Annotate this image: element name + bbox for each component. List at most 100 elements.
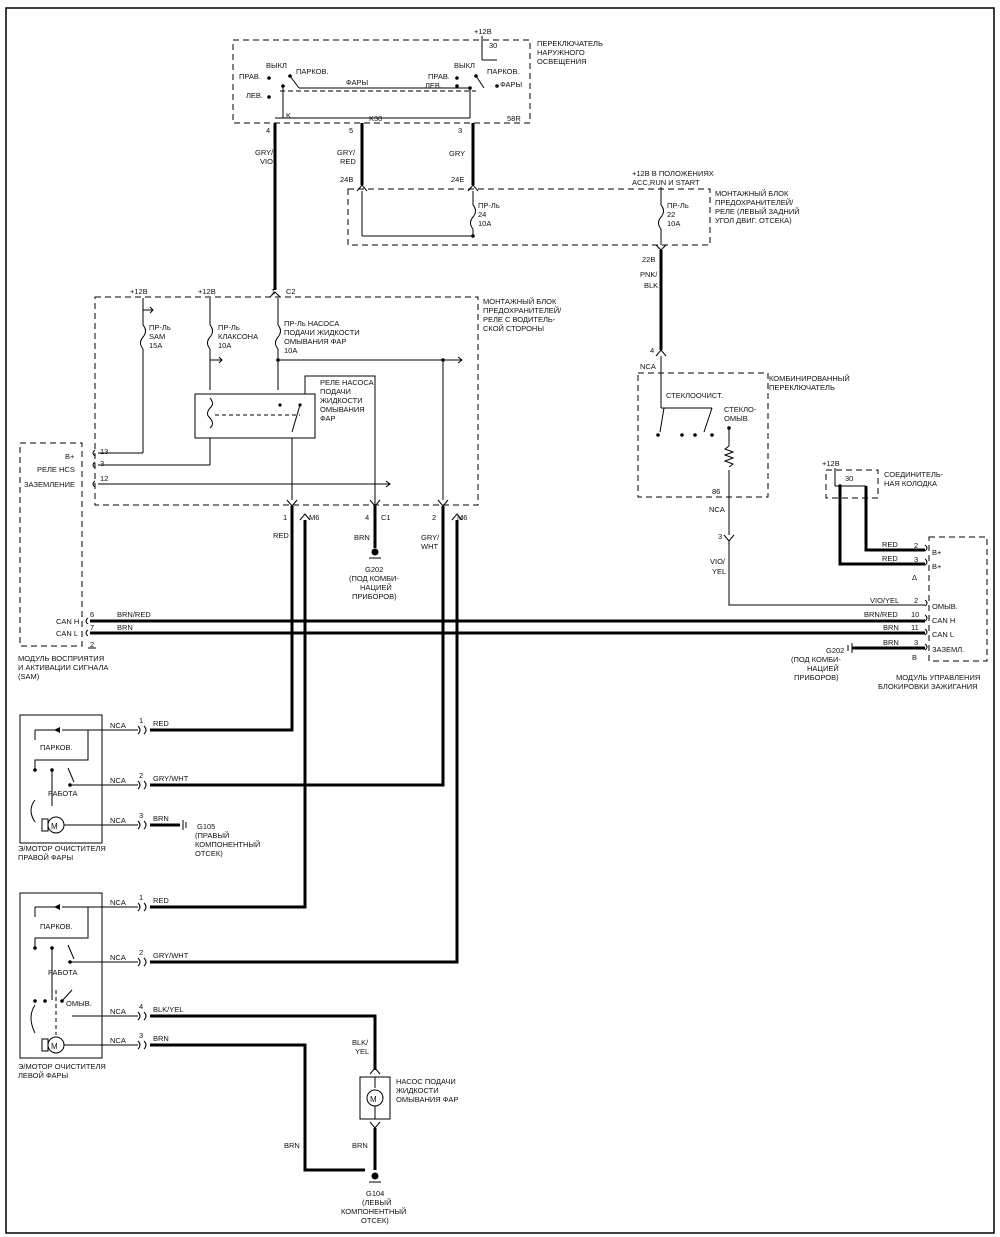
fuse-pump-4: 10А — [284, 346, 297, 355]
driver-label-3: РЕЛЕ С ВОДИТЕЛЬ- — [483, 315, 556, 324]
g104-1: G104 — [366, 1189, 384, 1198]
rm-pin-2: 2 — [139, 771, 143, 780]
switch-k30: K30 — [369, 114, 382, 123]
wire-vioyel-2: YEL — [712, 567, 726, 576]
lm-pin-4: 4 — [139, 1002, 143, 1011]
lm-wire-1: RED — [153, 896, 169, 905]
right-wiper-motor: ПАРКОВ. РАБОТА M Э/МОТОР ОЧИСТИТЕЛЯ ПРАВ… — [18, 714, 106, 862]
wire-gryred-2: RED — [340, 157, 356, 166]
driver-bottom-pin-2: 2 — [432, 513, 436, 522]
sam-pin-2: 2 — [90, 640, 94, 649]
ground-g105: G105 (ПРАВЫЙ КОМПОНЕНТНЫЙ ОТСЕК) — [182, 820, 260, 858]
left-motor-m: M — [51, 1042, 58, 1051]
switch-58r: 58R — [507, 114, 521, 123]
relay-label-2: ПОДАЧИ — [320, 387, 351, 396]
wire-gryred-1: GRY/ — [337, 148, 356, 157]
sam-pin-13: 13 — [100, 447, 108, 456]
wire-blkyel-1: BLK/ — [352, 1038, 369, 1047]
switch-right-off: ВЫКЛ — [454, 61, 475, 70]
rear-pin-24b: 24B — [340, 175, 353, 184]
switch-right-lights: ФАРЫ — [500, 80, 523, 89]
ign-row7-label: ЗАЗЕМЛ. — [932, 645, 964, 654]
sam-pin-3: 3 — [100, 459, 104, 468]
lm-wire-2: GRY/WHT — [153, 951, 189, 960]
driver-bottom-c1: C1 — [381, 513, 391, 522]
g202-3: НАЦИЕЙ — [360, 583, 392, 592]
driver-bottom-pin-1: 1 — [283, 513, 287, 522]
left-wiper-motor: ПАРКОВ. РАБОТА ОМЫВ. M Э/МОТОР ОЧИСТИТЕЛ… — [18, 892, 106, 1080]
switch-pin-3: 3 — [458, 126, 462, 135]
switch-left-off: ВЫКЛ — [266, 61, 287, 70]
fuse24-3: 10А — [478, 219, 491, 228]
ign-row7-pin: 3 — [914, 638, 918, 647]
driver-pin-c2: C2 — [286, 287, 296, 296]
fuse22-2: 22 — [667, 210, 675, 219]
washer-pump: M НАСОС ПОДАЧИ ЖИДКОСТИ ОМЫВАНИЯ ФАР — [359, 1067, 458, 1129]
sam-pin-6: 6 — [90, 610, 94, 619]
combi-nca: NCA — [640, 362, 656, 371]
ign-row1-label: B+ — [932, 548, 942, 557]
ign-row6-wire: BRN — [883, 623, 899, 632]
wire-blkyel-2: YEL — [355, 1047, 369, 1056]
lm-wire-4: BRN — [153, 1034, 169, 1043]
fuse-block-rear: 24B 24E ПР-Ль 24 10А +12В В ПОЛОЖЕНИЯХ A… — [340, 169, 800, 264]
ign-row2-label: B+ — [932, 562, 942, 571]
fuse-sam-3: 15А — [149, 341, 162, 350]
switch-right-left: ЛЕВ. — [425, 81, 442, 90]
g104-2: (ЛЕВЫЙ — [362, 1198, 391, 1207]
switch-pin-4: 4 — [266, 126, 270, 135]
pump-label-3: ОМЫВАНИЯ ФАР — [396, 1095, 458, 1104]
wire-grywht-1: GRY/ — [421, 533, 440, 542]
driver-bottom-m6-b: M6 — [457, 513, 467, 522]
lm-pin-1: 1 — [139, 893, 143, 902]
relay-label-1: РЕЛЕ НАСОСА — [320, 378, 374, 387]
connector-block: +12B 30 СОЕДИНИТЕЛЬ- НАЯ КОЛОДКА — [822, 459, 944, 499]
rear-supply-1: +12В В ПОЛОЖЕНИЯХ — [632, 169, 714, 178]
relay-label-5: ФАР — [320, 414, 336, 423]
ign-g202-1: G202 — [826, 646, 844, 655]
ign-row4-label: ОМЫВ. — [932, 602, 958, 611]
wire-gryvio-2: VIO — [260, 157, 273, 166]
g202-1: G202 — [365, 565, 383, 574]
connector-label-2: НАЯ КОЛОДКА — [884, 479, 937, 488]
ground-g202: G202 (ПОД КОМБИ- НАЦИЕЙ ПРИБОРОВ) — [349, 548, 399, 601]
relay-label-4: ОМЫВАНИЯ — [320, 405, 365, 414]
sam-pin-12: 12 — [100, 474, 108, 483]
g202-4: ПРИБОРОВ) — [352, 592, 397, 601]
can-l-wire-left: BRN — [117, 623, 133, 632]
g104-3: КОМПОНЕНТНЫЙ — [341, 1207, 406, 1216]
lm-pin-2: 2 — [139, 948, 143, 957]
ign-row4-wire: VIO/YEL — [870, 596, 899, 605]
g105-1: G105 — [197, 822, 215, 831]
fuse22-1: ПР-Ль — [667, 201, 689, 210]
ign-row3-pin: Δ — [912, 573, 917, 582]
switch-pin-5: 5 — [349, 126, 353, 135]
sam-module: B+ 13 РЕЛЕ HCS 3 ЗАЗЕМЛЕНИЕ 12 CAN H 6 C… — [18, 442, 108, 681]
rear-label-1: МОНТАЖНЫЙ БЛОК — [715, 189, 789, 198]
fuse-sam-2: SAM — [149, 332, 165, 341]
wire-pnkblk-2: BLK — [644, 281, 658, 290]
rm-wire-3: BRN — [153, 814, 169, 823]
sam-title-1: МОДУЛЬ ВОСПРИЯТИЯ — [18, 654, 104, 663]
fuse-horn-3: 10А — [218, 341, 231, 350]
wire-gryvio-1: GRY/ — [255, 148, 274, 157]
switch-left-left: ЛЕВ. — [246, 91, 263, 100]
right-motor-title-1: Э/МОТОР ОЧИСТИТЕЛЯ — [18, 844, 106, 853]
fuse-horn-2: КЛАКСОНА — [218, 332, 258, 341]
left-motor-park: ПАРКОВ. — [40, 922, 73, 931]
driver-bottom-m6-a: M6 — [309, 513, 319, 522]
switch-left-right: ПРАВ. — [239, 72, 261, 81]
rear-pin-22b: 22B — [642, 255, 655, 264]
right-motor-m: M — [51, 822, 58, 831]
fuse-horn-1: ПР-Ль — [218, 323, 240, 332]
diagram-frame — [5, 7, 995, 1234]
lm-nca-2: NCA — [110, 953, 126, 962]
sam-ground: ЗАЗЕМЛЕНИЕ — [24, 480, 75, 489]
driver-supply-2: +12B — [198, 287, 216, 296]
ign-g202-3: НАЦИЕЙ — [807, 664, 839, 673]
rear-label-4: УГОЛ ДВИГ. ОТСЕКА) — [715, 216, 792, 225]
rm-pin-1: 1 — [139, 716, 143, 725]
rm-nca-3: NCA — [110, 816, 126, 825]
ign-g202-4: ПРИБОРОВ) — [794, 673, 839, 682]
